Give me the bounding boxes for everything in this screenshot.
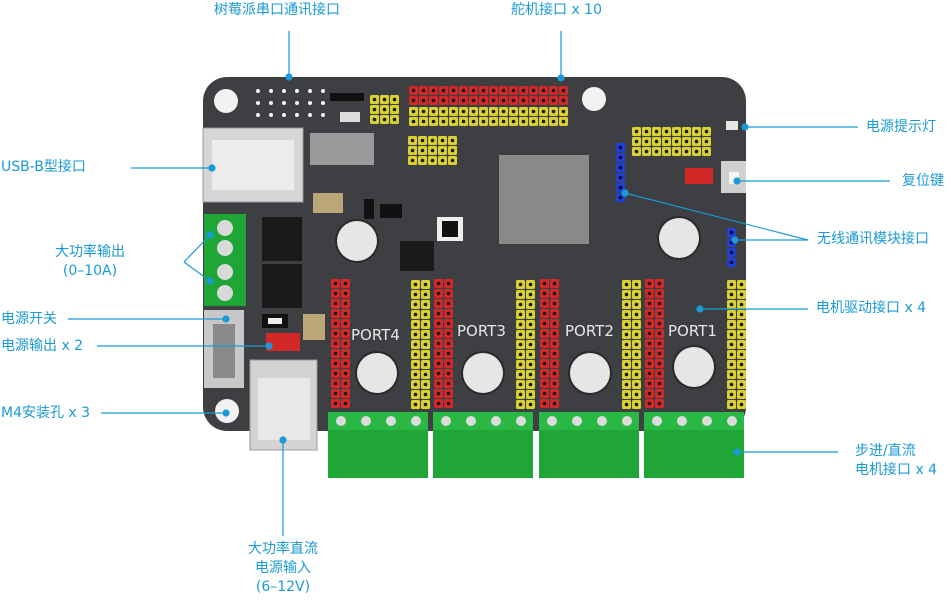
pi-pads [256,89,325,117]
label-high-power-out-line1: 大功率输出 [55,244,125,260]
label-power-out: 电源输出 x 2 [1,338,84,354]
motor-terminal-blocks [328,412,744,478]
yellow-header-small [370,95,399,124]
label-mount-hole: M4安装孔 x 3 [1,405,91,421]
port-label-4: PORT4 [351,326,400,344]
label-motor-driver: 电机驱动接口 x 4 [816,300,927,316]
label-dc-input-line3: (6–12V) [255,579,311,595]
label-reset: 复位键 [902,173,944,189]
leader-lines [68,31,890,536]
label-stepper-dc-line2: 电机接口 x 4 [855,462,938,478]
port-label-3: PORT3 [457,322,506,340]
label-power-led: 电源提示灯 [866,119,936,135]
yellow-header-mid [408,136,457,165]
mcu-chip [499,155,589,244]
label-usb-b: USB-B型接口 [1,159,86,175]
label-wireless: 无线通讯模块接口 [817,231,929,247]
label-servo: 舵机接口 x 10 [511,2,602,18]
port-label-1: PORT1 [668,322,717,340]
label-pi-serial: 树莓派串口通讯接口 [214,2,340,18]
label-dc-input-line1: 大功率直流 [248,541,318,557]
label-power-switch: 电源开关 [1,311,57,327]
power-led [726,121,738,130]
capacitors [335,216,716,395]
label-dc-input-line2: 电源输入 [255,560,311,576]
label-high-power-out: 大功率输出 (0–10A) [18,243,162,281]
label-stepper-dc-line1: 步进/直流 [855,443,916,459]
high-power-terminal [204,214,246,306]
power-output [266,333,300,351]
port-label-2: PORT2 [565,322,614,340]
label-high-power-out-line2: (0–10A) [62,263,118,279]
label-stepper-dc: 步进/直流 电机接口 x 4 [855,442,937,480]
label-dc-input: 大功率直流 电源输入 (6–12V) [222,540,344,597]
